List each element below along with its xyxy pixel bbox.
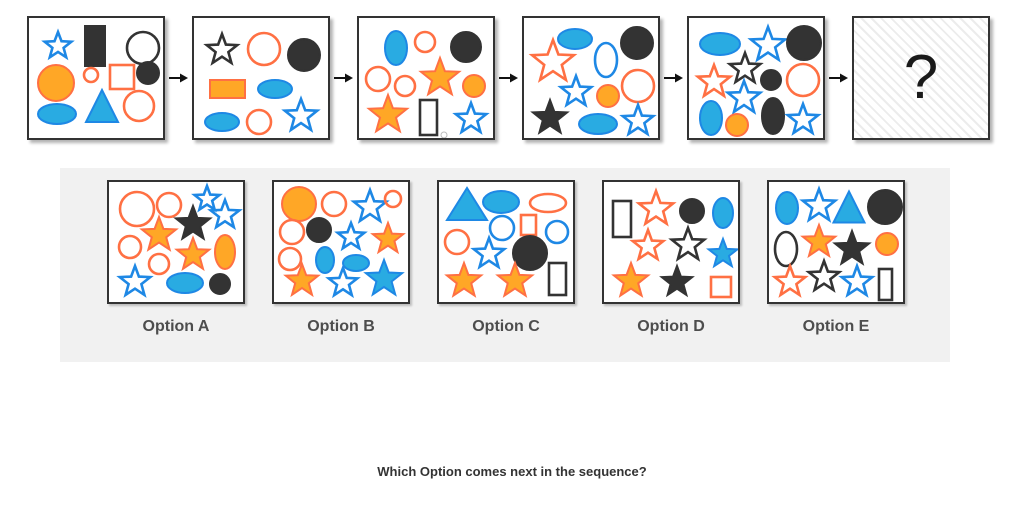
arrow-right-icon [334, 73, 353, 83]
question-text: Which Option comes next in the sequence? [377, 464, 647, 479]
option-c[interactable]: Option C [437, 180, 575, 362]
sequence-box-5 [687, 16, 825, 140]
arrow-right-icon [829, 73, 848, 83]
options-panel: Option A Option B Option C Option D Opti… [60, 168, 950, 362]
option-b-label: Option B [307, 318, 375, 335]
sequence-box-2 [192, 16, 330, 140]
arrow-right-icon [664, 73, 683, 83]
sequence-box-1 [27, 16, 165, 140]
option-d-box[interactable] [602, 180, 741, 304]
option-e[interactable]: Option E [767, 180, 905, 362]
sequence-box-4 [522, 16, 660, 140]
option-d[interactable]: Option D [602, 180, 741, 362]
option-d-label: Option D [637, 318, 705, 335]
question-mark: ? [903, 43, 939, 112]
option-a-box[interactable] [107, 180, 245, 304]
arrow-right-icon [169, 73, 188, 83]
option-c-box[interactable] [437, 180, 575, 304]
option-e-label: Option E [802, 318, 870, 335]
option-c-label: Option C [472, 318, 540, 335]
option-b-box[interactable] [272, 180, 410, 304]
sequence-box-unknown: ? [852, 16, 990, 140]
sequence-box-3 [357, 16, 495, 140]
sequence-row: ? [27, 16, 990, 140]
arrow-right-icon [499, 73, 518, 83]
option-a-label: Option A [142, 318, 210, 335]
option-a[interactable]: Option A [107, 180, 245, 362]
option-e-box[interactable] [767, 180, 905, 304]
option-b[interactable]: Option B [272, 180, 410, 362]
